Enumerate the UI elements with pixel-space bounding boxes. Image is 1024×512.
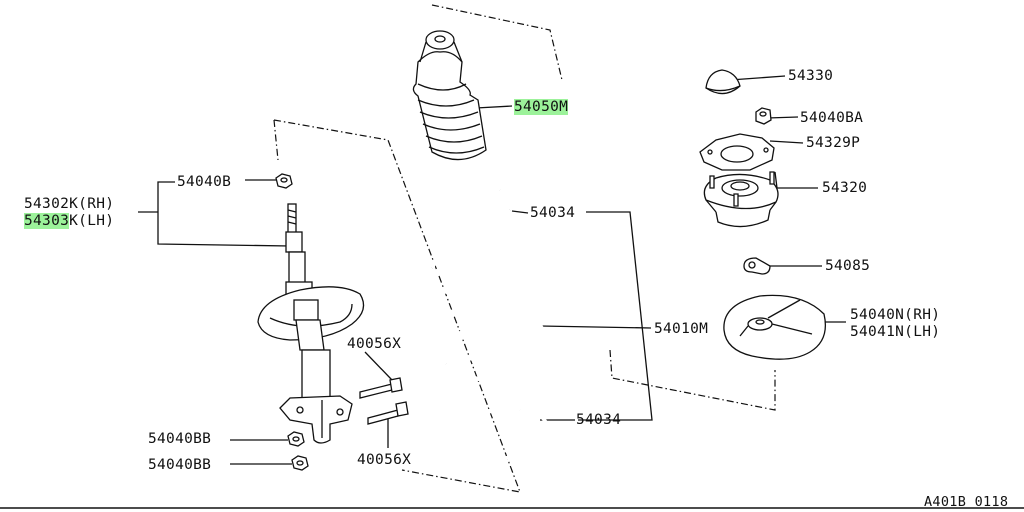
coil-spring <box>429 247 551 383</box>
label-nut-top[interactable]: 54040BA <box>800 110 864 126</box>
lower-ring <box>455 408 550 460</box>
diagram-id: A401B 0118 <box>924 494 1009 510</box>
bolt-lower <box>367 401 409 425</box>
top-insulator <box>705 69 741 95</box>
strut-assembly-frame <box>273 119 521 493</box>
label-strut-lh-part: 54303 <box>24 213 70 229</box>
label-mount[interactable]: 54320 <box>822 180 868 196</box>
bolt-upper <box>359 377 403 399</box>
upper-ring <box>416 185 512 228</box>
strut-mount <box>703 171 779 228</box>
label-strut-lh-suffix: K(LH) <box>69 213 115 229</box>
label-plate[interactable]: 54329P <box>806 135 861 151</box>
label-ring-lower[interactable]: 54034 <box>576 412 622 428</box>
strut-assembly <box>257 203 365 444</box>
top-nut <box>755 107 772 125</box>
label-nut-lower[interactable]: 54040BB <box>148 457 212 473</box>
label-seat-rh[interactable]: 54040N(RH) <box>850 307 941 323</box>
label-boot[interactable]: 54050M <box>514 99 569 115</box>
label-washer[interactable]: 54085 <box>825 258 871 274</box>
label-bolt-upper[interactable]: 40056X <box>347 336 402 352</box>
nut-upper <box>287 431 305 447</box>
seat-frame <box>609 349 776 411</box>
washer <box>743 257 771 275</box>
label-nut-upper[interactable]: 54040BB <box>148 431 212 447</box>
label-strut-top-nut[interactable]: 54040B <box>177 174 232 190</box>
label-bolt-lower[interactable]: 40056X <box>357 452 412 468</box>
mount-plate <box>699 133 775 171</box>
label-insulator-top[interactable]: 54330 <box>788 68 834 84</box>
label-strut-lh[interactable]: 54303K(LH) <box>24 213 114 229</box>
label-ring-upper[interactable]: 54034 <box>530 205 576 221</box>
strut-top-nut <box>275 173 293 189</box>
label-strut-rh[interactable]: 54302K(RH) <box>24 196 115 212</box>
boot-frame <box>431 4 563 81</box>
label-seat-lh[interactable]: 54041N(LH) <box>850 324 941 340</box>
dust-boot <box>412 30 487 161</box>
spring-seat <box>723 294 827 360</box>
label-spring[interactable]: 54010M <box>654 321 709 337</box>
nut-lower <box>291 455 309 471</box>
